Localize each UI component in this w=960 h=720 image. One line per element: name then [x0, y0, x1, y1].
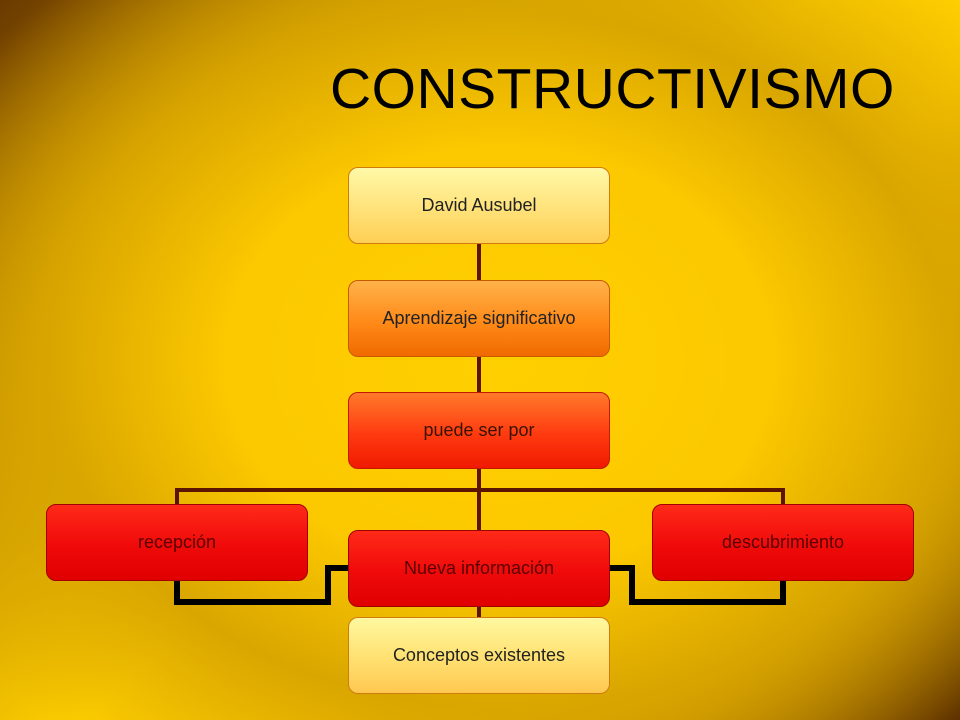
- node-label: Conceptos existentes: [392, 645, 566, 665]
- node-david-ausubel: David Ausubel: [348, 167, 610, 244]
- node-nueva-informacion: Nueva información: [348, 530, 610, 607]
- node-conceptos-existentes: Conceptos existentes: [348, 617, 610, 694]
- node-label: Aprendizaje significativo: [382, 308, 576, 328]
- connector-branch-bar: [175, 488, 785, 504]
- node-label: David Ausubel: [421, 195, 537, 215]
- node-label: Nueva información: [403, 558, 555, 578]
- node-descubrimiento: descubrimiento: [652, 504, 914, 581]
- node-aprendizaje-significativo: Aprendizaje significativo: [348, 280, 610, 357]
- node-label: recepción: [137, 532, 217, 552]
- node-puede-ser-por: puede ser por: [348, 392, 610, 469]
- connector-recepcion-nueva: [174, 565, 348, 605]
- connector-descubrimiento-nueva: [610, 565, 786, 605]
- node-recepcion: recepción: [46, 504, 308, 581]
- node-label: puede ser por: [423, 420, 535, 440]
- node-label: descubrimiento: [721, 532, 845, 552]
- slide-title: CONSTRUCTIVISMO: [330, 57, 895, 121]
